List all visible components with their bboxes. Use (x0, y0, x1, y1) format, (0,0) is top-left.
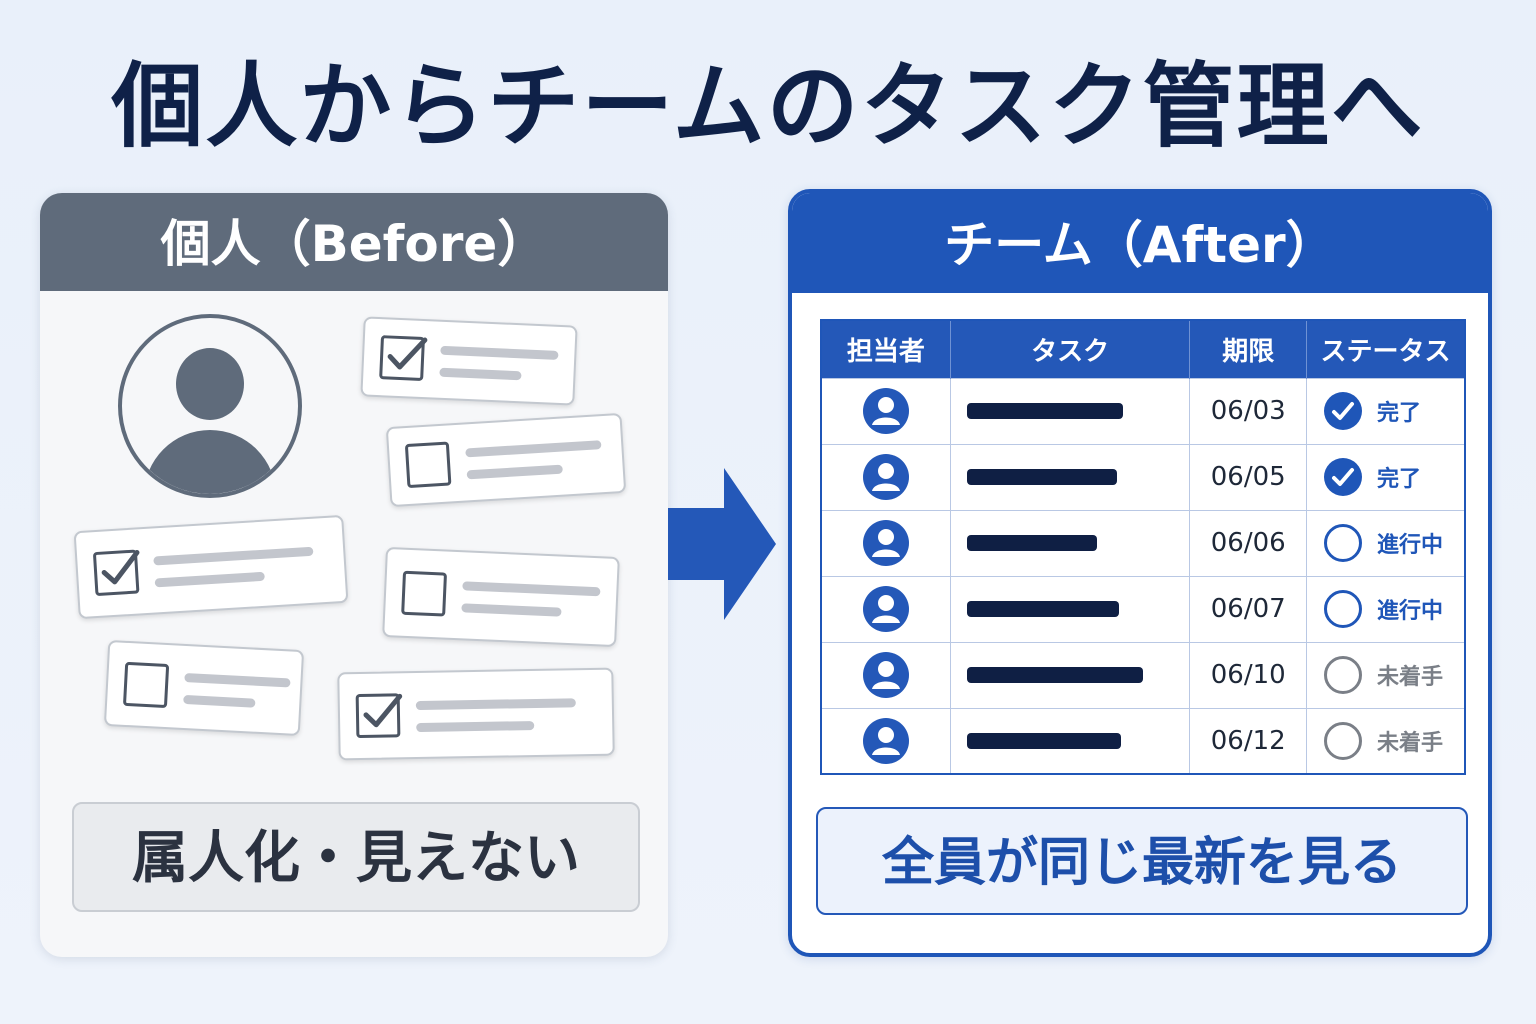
task-name-placeholder (966, 535, 1097, 551)
task-cell (949, 575, 1190, 642)
task-text-placeholder (416, 720, 535, 733)
task-text-placeholder (154, 571, 265, 588)
task-card (360, 316, 578, 406)
task-cell (949, 641, 1190, 708)
check-circle-icon (1324, 392, 1363, 430)
before-header: 個人（Before） (40, 193, 668, 291)
unchecked-checkbox-icon (404, 441, 452, 489)
assignee-cell (821, 377, 951, 444)
after-header: チーム（After） (792, 193, 1488, 293)
task-text-placeholder (439, 367, 522, 381)
status-cell: 未着手 (1306, 641, 1465, 708)
task-text-placeholder (183, 694, 256, 708)
status-label: 進行中 (1377, 533, 1444, 558)
status-cell: 進行中 (1306, 509, 1465, 576)
check-circle-icon (1324, 458, 1363, 496)
open-circle-icon (1324, 524, 1363, 562)
assignee-cell (821, 641, 951, 708)
task-text-placeholder (415, 698, 576, 711)
task-text-placeholder (461, 603, 562, 617)
status-cell: 完了 (1306, 443, 1465, 510)
status-label: 未着手 (1377, 665, 1444, 690)
checked-checkbox-icon (92, 549, 140, 597)
status-label: 進行中 (1377, 599, 1444, 624)
task-text-placeholder (440, 345, 559, 360)
person-icon (862, 388, 909, 434)
checked-checkbox-icon (379, 335, 428, 382)
due-date-cell: 06/12 (1189, 707, 1307, 774)
checked-checkbox-icon (355, 693, 403, 739)
task-text-placeholder (465, 440, 602, 458)
status-cell: 完了 (1306, 377, 1465, 444)
status-label: 完了 (1377, 401, 1422, 426)
task-cell (949, 707, 1190, 774)
task-cell (949, 509, 1190, 576)
due-date-cell: 06/05 (1189, 443, 1307, 510)
due-date-cell: 06/07 (1189, 575, 1307, 642)
task-text-placeholder (462, 581, 601, 597)
task-name-placeholder (966, 667, 1143, 683)
table-row: 06/10 未着手 (821, 641, 1465, 708)
table-row: 06/07 進行中 (821, 575, 1465, 642)
table-row: 06/03 完了 (821, 377, 1465, 444)
assignee-cell (821, 443, 951, 510)
person-icon (862, 520, 909, 566)
due-date-cell: 06/06 (1189, 509, 1307, 576)
task-card (337, 667, 615, 761)
task-name-placeholder (966, 601, 1119, 617)
column-header-assignee: 担当者 (821, 320, 951, 378)
before-panel: 個人（Before） 属人化・見えない (40, 193, 668, 957)
status-label: 完了 (1377, 467, 1422, 492)
task-card (382, 546, 620, 648)
due-date-cell: 06/03 (1189, 377, 1307, 444)
status-cell: 進行中 (1306, 575, 1465, 642)
task-card (385, 412, 627, 508)
assignee-cell (821, 509, 951, 576)
task-name-placeholder (966, 403, 1123, 419)
person-icon (862, 454, 909, 500)
person-avatar-icon (118, 314, 302, 498)
table-row: 06/06 進行中 (821, 509, 1465, 576)
assignee-cell (821, 707, 951, 774)
table-row: 06/12 未着手 (821, 707, 1465, 774)
task-text-placeholder (466, 464, 563, 480)
task-text-placeholder (153, 546, 314, 566)
unchecked-checkbox-icon (122, 661, 170, 709)
table-row: 06/05 完了 (821, 443, 1465, 510)
main-title: 個人からチームのタスク管理へ (111, 53, 1425, 160)
before-caption: 属人化・見えない (72, 802, 640, 912)
assignee-cell (821, 575, 951, 642)
right-arrow-icon (668, 468, 776, 620)
status-label: 未着手 (1377, 730, 1444, 756)
task-card (73, 514, 349, 620)
task-card (103, 639, 305, 737)
task-name-placeholder (966, 469, 1117, 485)
status-cell: 未着手 (1306, 707, 1465, 774)
person-icon (862, 652, 909, 698)
task-name-placeholder (966, 732, 1121, 749)
gray-circle-icon (1324, 656, 1363, 694)
column-header-task: タスク (949, 320, 1190, 378)
person-icon (862, 717, 909, 764)
task-text-placeholder (184, 672, 291, 688)
person-icon (862, 586, 909, 632)
column-header-status: ステータス (1306, 320, 1465, 378)
due-date-cell: 06/10 (1189, 641, 1307, 708)
unchecked-checkbox-icon (401, 570, 448, 617)
open-circle-icon (1324, 590, 1363, 628)
gray-circle-icon (1324, 721, 1363, 760)
task-cell (949, 443, 1190, 510)
column-header-due: 期限 (1189, 320, 1307, 378)
after-caption: 全員が同じ最新を見る (816, 807, 1468, 915)
task-cell (949, 377, 1190, 444)
